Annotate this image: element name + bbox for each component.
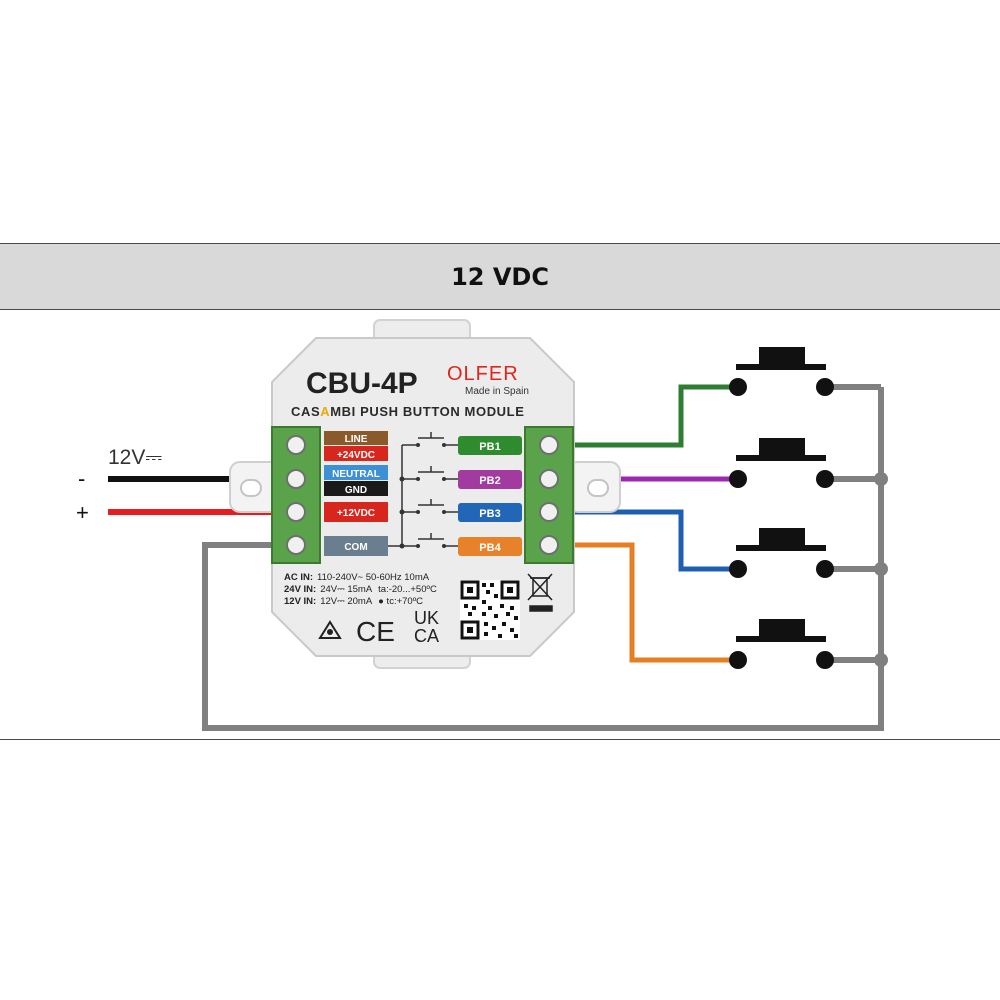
diagram-header: 12 VDC <box>0 243 1000 310</box>
ukca-mark-bottom: CA <box>414 626 439 646</box>
rail-junction <box>874 653 888 667</box>
label-neutral-bg <box>324 465 388 480</box>
push-button-4 <box>729 619 834 669</box>
push-button-2 <box>729 438 834 488</box>
pb4-wire <box>570 542 737 663</box>
brand-logo: OLFER <box>447 363 519 385</box>
supply-voltage-label: 12V⎓ <box>108 446 162 469</box>
label-24vdc-bg <box>324 446 388 461</box>
screw-right-3 <box>539 502 559 522</box>
diagram-title: 12 VDC <box>451 262 549 291</box>
spec-ac: AC IN:110-240V~ 50-60Hz 10mA <box>284 572 430 583</box>
module: CBU-4P OLFER Made in Spain CASAMBI PUSH … <box>229 319 621 669</box>
screw-left-2 <box>286 469 306 489</box>
model-name: CBU-4P <box>306 367 418 400</box>
label-pb1-bg <box>458 436 522 455</box>
label-com-bg <box>324 536 388 556</box>
push-button-1 <box>729 347 834 396</box>
label-gnd: GND <box>345 485 367 496</box>
supply-minus-label: - <box>78 466 85 491</box>
module-subtitle: CASAMBI PUSH BUTTON MODULE <box>291 404 525 419</box>
spec-12v: 12V IN:12V⎓ 20mA● tc:+70ºC <box>284 596 423 607</box>
rail-junction <box>874 472 888 486</box>
rcm-mark-icon <box>318 620 342 639</box>
screw-left-3 <box>286 502 306 522</box>
label-pb2: PB2 <box>479 475 500 487</box>
label-pb3-bg <box>458 503 522 522</box>
push-button-3 <box>729 528 834 578</box>
weee-bin-icon <box>527 573 553 612</box>
label-pb2-bg <box>458 470 522 489</box>
made-in-label: Made in Spain <box>465 386 529 397</box>
label-24vdc: +24VDC <box>337 450 375 461</box>
qr-code-icon <box>460 580 520 640</box>
screw-left-1 <box>286 435 306 455</box>
label-pb4-bg <box>458 537 522 556</box>
screw-left-4 <box>286 535 306 555</box>
rail-junction <box>874 562 888 576</box>
label-line-bg <box>324 431 388 445</box>
screw-right-4 <box>539 535 559 555</box>
ukca-mark-top: UK <box>414 608 439 628</box>
ce-mark: CE <box>356 616 395 647</box>
label-line: LINE <box>345 434 368 445</box>
label-gnd-bg <box>324 481 388 496</box>
label-12vdc: +12VDC <box>337 508 375 519</box>
screw-right-2 <box>539 469 559 489</box>
screw-right-1 <box>539 435 559 455</box>
pb1-wire <box>570 384 737 448</box>
label-pb4: PB4 <box>479 542 501 554</box>
label-neutral: NEUTRAL <box>332 469 380 480</box>
label-com: COM <box>344 542 367 553</box>
label-pb1: PB1 <box>479 441 500 453</box>
label-pb3: PB3 <box>479 508 500 520</box>
com-return-wire <box>202 387 884 731</box>
pb3-wire <box>570 509 737 572</box>
supply-plus-label: + <box>76 500 89 525</box>
label-12vdc-bg <box>324 502 388 522</box>
